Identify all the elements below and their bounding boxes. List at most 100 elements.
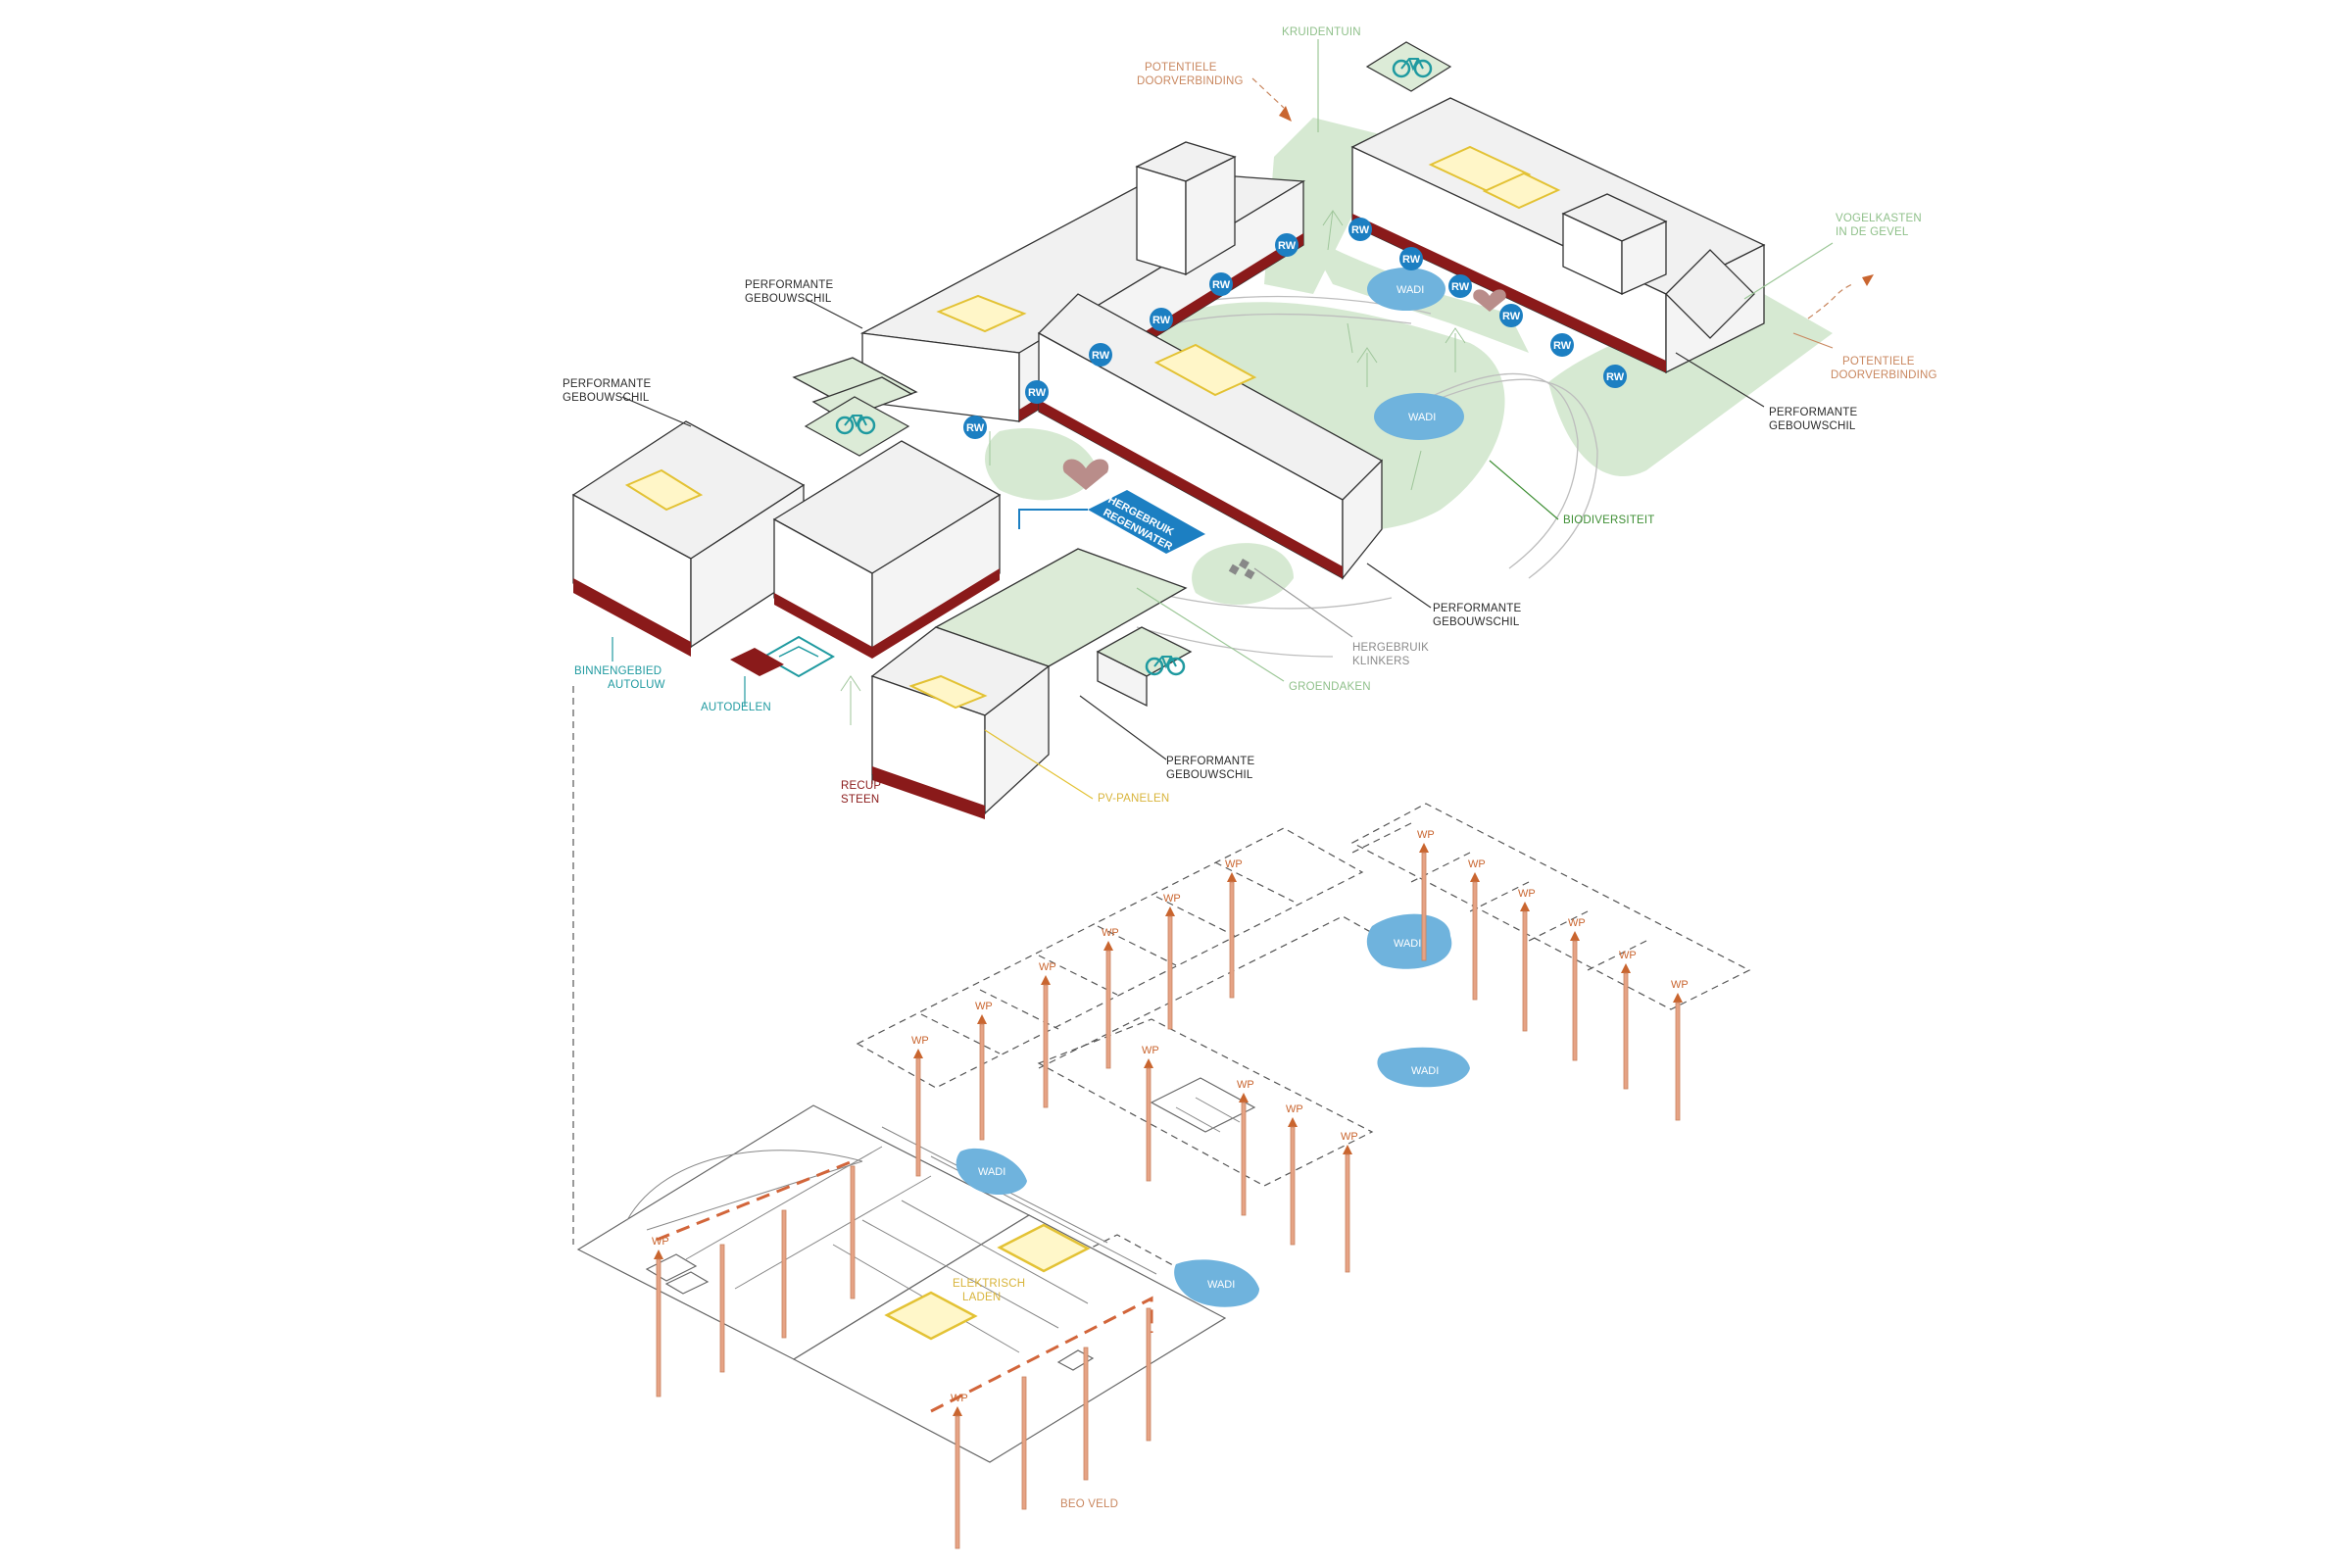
svg-text:RW: RW	[1351, 224, 1370, 236]
label-performante-gebouwschil-front: PERFORMANTE GEBOUWSCHIL	[1079, 695, 1255, 781]
svg-text:WP: WP	[911, 1035, 929, 1047]
wp-well: WP	[652, 1236, 669, 1397]
rw-badge: RW	[1209, 272, 1233, 296]
svg-text:RW: RW	[1028, 387, 1047, 399]
label-autodelen: AUTODELEN	[701, 676, 771, 713]
svg-text:WP: WP	[1225, 858, 1243, 870]
svg-text:RW: RW	[1502, 311, 1521, 322]
label-potentiele-doorverbinding-right: POTENTIELE DOORVERBINDING	[1792, 274, 1936, 381]
svg-text:GEBOUWSCHIL: GEBOUWSCHIL	[1166, 769, 1253, 781]
svg-text:PV-PANELEN: PV-PANELEN	[1098, 793, 1169, 805]
wp-well: WP	[1163, 893, 1181, 1030]
label-beo-veld: BEO VELD	[1060, 1498, 1118, 1510]
svg-text:RW: RW	[1278, 240, 1297, 252]
heart-icon	[1062, 459, 1109, 490]
label-performante-gebouwschil-topleft: PERFORMANTE GEBOUWSCHIL	[745, 279, 863, 329]
wp-well: WP	[1102, 927, 1119, 1069]
bicycle-icon	[804, 396, 910, 457]
svg-text:WP: WP	[951, 1393, 968, 1404]
svg-text:BINNENGEBIED: BINNENGEBIED	[574, 665, 662, 677]
rw-badge: RW	[963, 416, 987, 439]
svg-text:RW: RW	[1402, 254, 1421, 266]
svg-text:GEBOUWSCHIL: GEBOUWSCHIL	[1769, 420, 1856, 432]
label-potentiele-doorverbinding-top: POTENTIELE DOORVERBINDING	[1137, 62, 1292, 122]
rw-badge: RW	[1499, 304, 1523, 327]
svg-text:WADI: WADI	[1394, 938, 1421, 950]
label-performante-gebouwschil-left: PERFORMANTE GEBOUWSCHIL	[563, 378, 692, 427]
wp-well: WP	[975, 1001, 993, 1141]
wp-well: WP	[1237, 1079, 1254, 1216]
svg-text:WP: WP	[1518, 888, 1536, 900]
svg-text:RW: RW	[1451, 281, 1470, 293]
label-groendaken: GROENDAKEN	[1136, 587, 1371, 693]
svg-text:WP: WP	[1102, 927, 1119, 939]
svg-text:RW: RW	[1152, 315, 1171, 326]
pavers-icon	[1228, 559, 1255, 580]
svg-text:WP: WP	[1341, 1131, 1358, 1143]
svg-text:RW: RW	[1092, 350, 1110, 362]
svg-text:GEBOUWSCHIL: GEBOUWSCHIL	[563, 392, 650, 404]
wp-well: WP	[1142, 1045, 1159, 1182]
wadi-lower-1: WADI	[1366, 913, 1452, 969]
rw-badge: RW	[1089, 343, 1112, 367]
svg-text:WP: WP	[1468, 858, 1486, 870]
svg-text:WADI: WADI	[1396, 284, 1424, 296]
label-recup-steen: RECUP STEEN	[841, 774, 881, 806]
svg-text:WADI: WADI	[1408, 412, 1436, 423]
svg-text:WP: WP	[1286, 1103, 1303, 1115]
wadi-lower-4: WADI	[1174, 1259, 1259, 1307]
tree-icon	[840, 210, 1466, 725]
svg-text:ELEKTRISCH: ELEKTRISCH	[953, 1278, 1025, 1290]
svg-text:RW: RW	[1212, 279, 1231, 291]
building-middle	[1037, 293, 1384, 580]
lower-energy-model: ELEKTRISCH LADEN WADI WADI WADI WADI WP …	[576, 803, 1751, 1549]
svg-text:PERFORMANTE: PERFORMANTE	[745, 279, 834, 291]
svg-text:GEBOUWSCHIL: GEBOUWSCHIL	[1433, 616, 1520, 628]
svg-text:RW: RW	[1606, 371, 1625, 383]
collector-line	[930, 1296, 1153, 1413]
svg-text:WP: WP	[1671, 979, 1689, 991]
svg-text:WP: WP	[1163, 893, 1181, 905]
building-left	[571, 357, 1002, 659]
rw-badge: RW	[1603, 365, 1627, 388]
wp-well: WP	[1286, 1103, 1303, 1246]
svg-text:GROENDAKEN: GROENDAKEN	[1289, 681, 1371, 693]
wadi-lower-3: WADI	[956, 1148, 1027, 1196]
svg-text:PERFORMANTE: PERFORMANTE	[1769, 407, 1858, 418]
bicycle-icon	[1365, 41, 1452, 92]
wp-well: WP	[1568, 917, 1586, 1061]
rw-badge: RW	[1150, 308, 1173, 331]
wp-well: WP	[911, 1035, 929, 1177]
building-back-right	[1350, 97, 1766, 374]
svg-text:PERFORMANTE: PERFORMANTE	[1166, 756, 1255, 767]
svg-text:WP: WP	[1568, 917, 1586, 929]
svg-text:WADI: WADI	[978, 1166, 1005, 1178]
label-pv-panelen: PV-PANELEN	[984, 729, 1169, 805]
svg-text:WADI: WADI	[1207, 1279, 1235, 1291]
wadi-upper-2: WADI	[1374, 393, 1464, 440]
rw-badges: RW RW RW RW RW RW RW RW RW RW RW RW	[963, 218, 1627, 439]
svg-text:POTENTIELE: POTENTIELE	[1842, 356, 1915, 368]
heart-icon	[1473, 289, 1506, 312]
building-front	[870, 548, 1193, 819]
wp-well: WP	[951, 1393, 968, 1549]
wp-well: WP	[1671, 979, 1689, 1121]
svg-text:BIODIVERSITEIT: BIODIVERSITEIT	[1563, 514, 1655, 526]
svg-text:IN DE GEVEL: IN DE GEVEL	[1836, 226, 1909, 238]
ev-charging-bays: ELEKTRISCH LADEN	[884, 1223, 1091, 1341]
wp-well	[719, 1244, 725, 1373]
label-vogelkasten: VOGELKASTEN IN DE GEVEL	[1743, 213, 1922, 300]
svg-text:DOORVERBINDING: DOORVERBINDING	[1137, 75, 1244, 87]
svg-text:GEBOUWSCHIL: GEBOUWSCHIL	[745, 293, 832, 305]
svg-text:WP: WP	[1417, 829, 1435, 841]
wp-well: WP	[1518, 888, 1536, 1032]
label-biodiversiteit: BIODIVERSITEIT	[1489, 460, 1655, 526]
svg-text:WP: WP	[652, 1236, 669, 1248]
svg-text:STEEN: STEEN	[841, 794, 879, 806]
svg-text:RECUP: RECUP	[841, 780, 881, 792]
carsharing-spot	[730, 635, 836, 678]
svg-text:RW: RW	[1553, 340, 1572, 352]
wp-well: WP	[1468, 858, 1486, 1001]
svg-text:WP: WP	[1619, 950, 1637, 961]
rw-badge: RW	[1275, 233, 1298, 257]
